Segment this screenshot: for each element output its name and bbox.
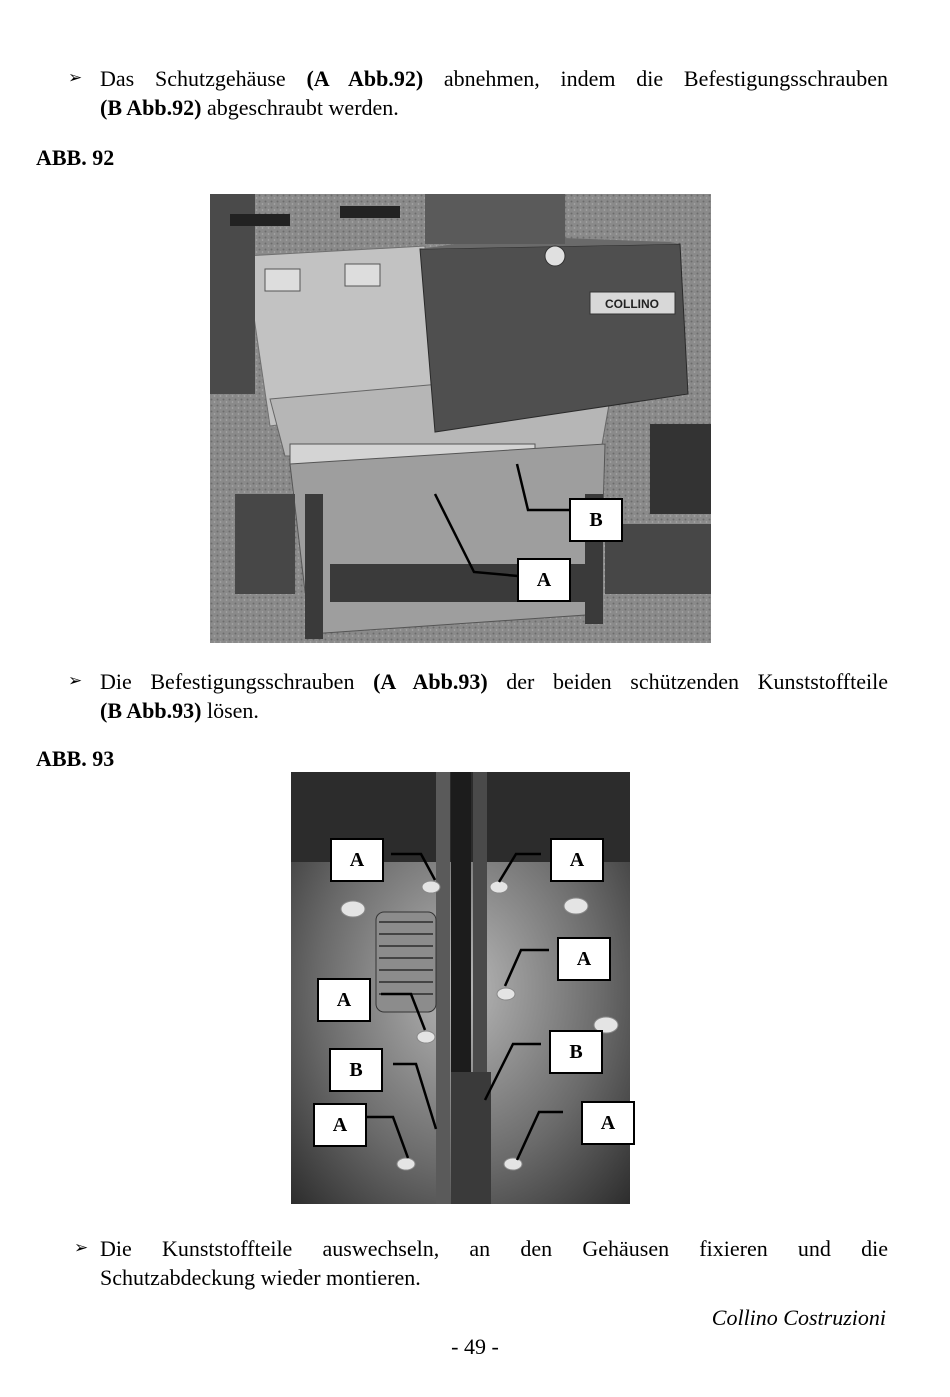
figure-92-photo: COLLINO xyxy=(210,194,711,643)
callout-a-top-right: A xyxy=(550,838,604,882)
footer-brand: Collino Costruzioni xyxy=(711,1305,886,1330)
leader-lines xyxy=(365,852,563,1161)
callout-a-top-left: A xyxy=(330,838,384,882)
instruction-step-1: ➢ Das Schutzgehäuse (A Abb.92) abnehmen,… xyxy=(68,64,888,122)
step-3-text: Die Kunststoffteile auswechseln, an den … xyxy=(100,1236,888,1261)
callout-b-right: B xyxy=(549,1030,603,1074)
arrow-bullet-icon: ➢ xyxy=(68,68,83,88)
leader-line-a xyxy=(433,493,519,578)
step-1-text-line2: (B Abb.92) abgeschraubt werden. xyxy=(100,95,399,120)
figure-93-label: ABB. 93 xyxy=(36,746,115,771)
page-number: - 49 - xyxy=(451,1334,499,1359)
callout-a-bottom-right: A xyxy=(581,1101,635,1145)
callout-b: B xyxy=(569,498,623,542)
collino-logo: COLLINO xyxy=(605,297,659,311)
arrow-bullet-icon: ➢ xyxy=(68,671,83,691)
step-2-text: Die Befestigungsschrauben (A Abb.93) der… xyxy=(100,669,888,694)
callout-a-mid-left: A xyxy=(317,978,371,1022)
instruction-step-2: ➢ Die Befestigungsschrauben (A Abb.93) d… xyxy=(68,667,888,725)
step-3-text-line2: Schutzabdeckung wieder montieren. xyxy=(100,1265,421,1290)
instruction-step-3: ➢ Die Kunststoffteile auswechseln, an de… xyxy=(68,1234,888,1292)
callout-a-mid-right: A xyxy=(557,937,611,981)
callout-a-bottom-left: A xyxy=(313,1103,367,1147)
step-2-text-line2: (B Abb.93) lösen. xyxy=(100,698,259,723)
step-1-text: Das Schutzgehäuse (A Abb.92) abnehmen, i… xyxy=(100,66,888,91)
figure-92-label: ABB. 92 xyxy=(36,145,115,170)
callout-b-left: B xyxy=(329,1048,383,1092)
callout-a: A xyxy=(517,558,571,602)
arrow-bullet-icon: ➢ xyxy=(74,1238,89,1258)
leader-line-b xyxy=(515,463,570,512)
